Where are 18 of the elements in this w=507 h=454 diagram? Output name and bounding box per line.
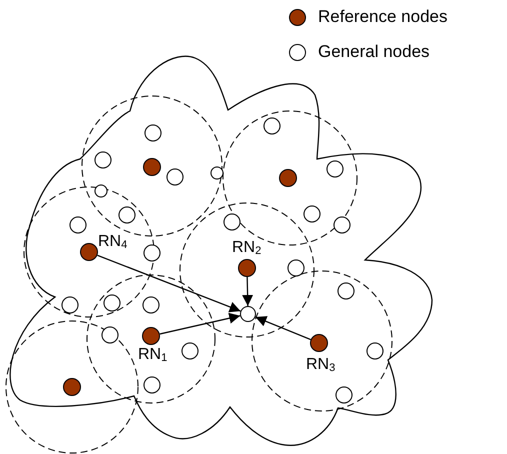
target-node <box>240 306 256 322</box>
reference-node <box>63 378 81 396</box>
node-label: RN$_{2}$ <box>232 239 262 259</box>
reference-node <box>80 243 98 261</box>
arrow <box>97 254 241 312</box>
legend-label: General nodes <box>318 42 430 62</box>
arrow <box>160 312 240 335</box>
node-label: RN$_{1}$ <box>138 346 168 366</box>
arrow <box>242 276 254 306</box>
reference-node <box>279 169 297 187</box>
reference-node <box>310 334 328 352</box>
reference-node <box>143 158 161 176</box>
reference-node <box>142 327 160 345</box>
legend-label: Reference nodes <box>318 7 448 27</box>
reference-node <box>238 259 256 277</box>
arrow <box>255 316 311 340</box>
node-label: RN$_{3}$ <box>306 356 336 376</box>
node-label: RN$_{4}$ <box>98 233 128 253</box>
